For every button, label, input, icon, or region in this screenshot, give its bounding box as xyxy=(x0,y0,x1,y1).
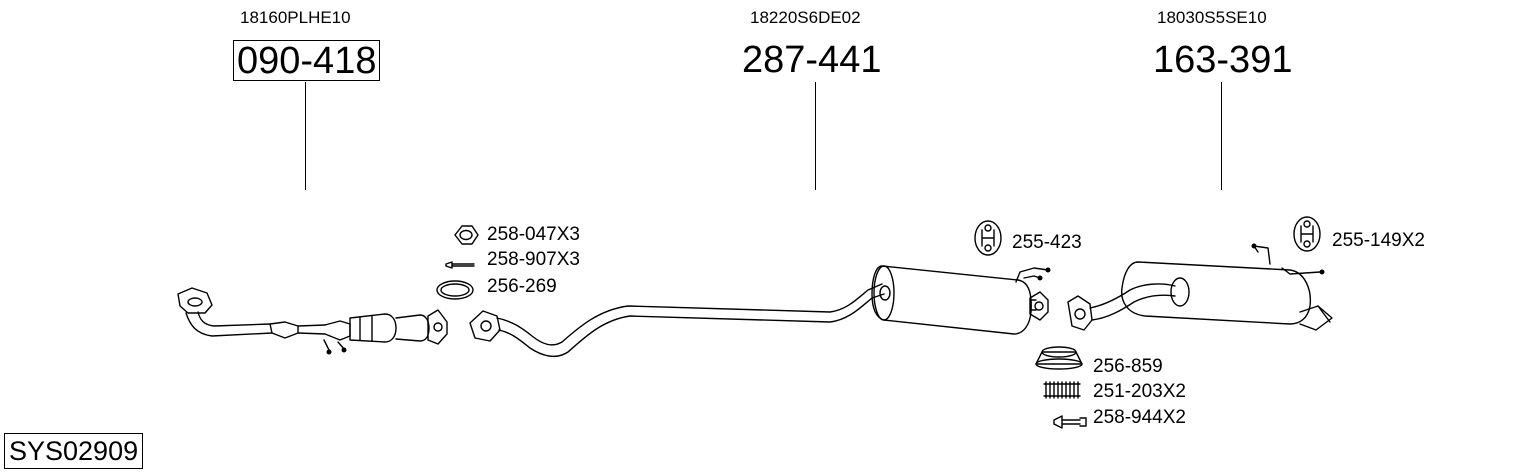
part-label-hanger-mid[interactable]: 255-423 xyxy=(1012,232,1082,253)
middle-pipe-muffler xyxy=(469,265,1051,358)
system-id: SYS02909 xyxy=(4,433,144,469)
nut-icon xyxy=(454,225,479,245)
leader-line-front xyxy=(305,82,306,190)
hanger-mid-icon xyxy=(974,220,1002,256)
part-label-nut[interactable]: 258-047X3 xyxy=(487,224,580,245)
part-label-ring-front[interactable]: 256-269 xyxy=(487,276,557,297)
component-code-middle[interactable]: 287-441 xyxy=(742,39,882,81)
part-label-bolt-small[interactable]: 258-907X3 xyxy=(487,249,580,270)
oem-number-middle: 18220S6DE02 xyxy=(750,8,861,27)
bolt-rear-icon xyxy=(1053,415,1087,429)
front-pipe-catalyst xyxy=(177,287,448,355)
oem-number-rear: 18030S5SE10 xyxy=(1157,8,1267,27)
rear-muffler xyxy=(1067,243,1333,331)
oem-number-front: 18160PLHE10 xyxy=(240,8,351,27)
spring-icon xyxy=(1043,381,1081,399)
bolt-small-icon xyxy=(445,261,475,269)
part-label-spring[interactable]: 251-203X2 xyxy=(1093,381,1186,402)
ring-front-icon xyxy=(436,280,474,300)
component-code-front[interactable]: 090-418 xyxy=(233,40,381,81)
ring-rear-icon xyxy=(1035,346,1083,370)
leader-line-rear xyxy=(1221,82,1222,190)
leader-line-middle xyxy=(815,82,816,190)
hanger-rear-icon xyxy=(1293,216,1321,252)
part-label-hanger-rear[interactable]: 255-149X2 xyxy=(1332,230,1425,251)
component-code-rear[interactable]: 163-391 xyxy=(1153,39,1293,81)
part-label-ring-rear[interactable]: 256-859 xyxy=(1093,356,1163,377)
part-label-bolt-rear[interactable]: 258-944X2 xyxy=(1093,407,1186,428)
